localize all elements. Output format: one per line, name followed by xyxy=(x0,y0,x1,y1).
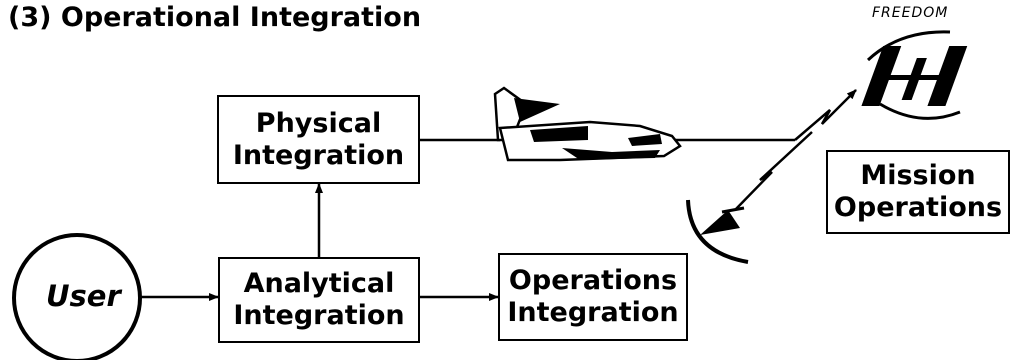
physical-integration-line2: Integration xyxy=(232,139,405,171)
operations-integration-line1: Operations xyxy=(508,265,678,296)
page-title: (3) Operational Integration xyxy=(8,2,422,33)
operations-integration-line2: Integration xyxy=(507,297,679,328)
analytical-integration-box: Analytical Integration xyxy=(218,257,420,343)
operations-integration-box: Operations Integration xyxy=(498,253,688,341)
mission-operations-box: Mission Operations xyxy=(826,150,1010,234)
space-shuttle-icon xyxy=(493,86,682,162)
mission-operations-line1: Mission xyxy=(860,160,976,191)
physical-integration-box: Physical Integration xyxy=(217,95,420,184)
analytical-integration-line1: Analytical xyxy=(243,268,395,299)
lightning-link-icon xyxy=(794,89,857,141)
freedom-logo-arc xyxy=(879,102,961,120)
mission-operations-line2: Operations xyxy=(833,192,1003,223)
analytical-integration-line2: Integration xyxy=(233,300,405,331)
physical-integration-line1: Physical xyxy=(255,107,382,139)
freedom-logo-arc xyxy=(866,30,951,62)
satellite-dish-icon xyxy=(686,199,749,264)
space-station-freedom-icon xyxy=(861,46,968,106)
lightning-link-icon xyxy=(734,131,813,211)
freedom-logo-text: FREEDOM xyxy=(872,5,949,21)
user-label: User xyxy=(46,279,121,313)
